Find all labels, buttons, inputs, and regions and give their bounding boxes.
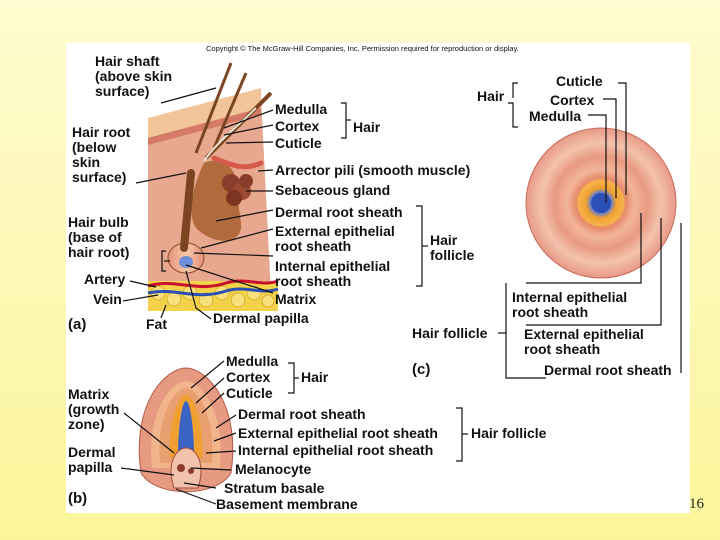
panel-b-letter: (b)	[68, 490, 88, 507]
panel-a-illustration	[147, 62, 279, 311]
label-a-medulla: Medulla	[275, 101, 328, 117]
panel-b-illustration	[138, 367, 234, 493]
hair-shaft-1	[194, 62, 233, 154]
illustration-layer	[120, 62, 682, 505]
label-b-medulla: Medulla	[226, 353, 279, 369]
label-a-dermal-papilla: Dermal papilla	[213, 310, 309, 326]
label-a-dermal-root-sheath: Dermal root sheath	[275, 204, 403, 220]
label-vein: Vein	[93, 291, 122, 307]
label-hair-root: Hair root (below skin surface)	[72, 124, 131, 185]
label-artery: Artery	[84, 271, 126, 287]
label-b-dermal-root-sheath: Dermal root sheath	[238, 406, 366, 422]
label-hair-bulb: Hair bulb (base of hair root)	[68, 214, 130, 260]
panel-a-letter: (a)	[68, 316, 87, 333]
label-b-dermal-papilla: Dermal papilla	[68, 444, 116, 475]
panel-c-leaders	[498, 82, 682, 379]
label-b-basement-membrane: Basement membrane	[216, 496, 358, 512]
hair-shaft-2	[212, 72, 248, 149]
label-c-hair: Hair	[477, 88, 505, 104]
label-a-cuticle: Cuticle	[275, 135, 322, 151]
label-a-hair-follicle: Hair follicle	[430, 232, 475, 263]
label-c-internal-epithelial-root-sheath: Internal epithelial root sheath	[512, 289, 628, 320]
label-c-medulla: Medulla	[529, 108, 582, 124]
panel-c-letter: (c)	[412, 361, 431, 378]
label-b-matrix: Matrix (growth zone)	[68, 386, 120, 432]
label-a-hair: Hair	[353, 119, 381, 135]
label-b-hair: Hair	[301, 369, 329, 385]
label-b-cortex: Cortex	[226, 369, 271, 385]
vein-vessel	[147, 287, 279, 297]
label-a-cortex: Cortex	[275, 118, 320, 134]
label-c-dermal-root-sheath: Dermal root sheath	[544, 362, 672, 378]
slide-number: 16	[689, 496, 704, 512]
label-b-hair-follicle: Hair follicle	[471, 425, 547, 441]
label-c-external-epithelial-root-sheath: External epithelial root sheath	[524, 326, 644, 357]
dermal-papilla-shape	[170, 447, 202, 489]
label-a-external-epithelial-root-sheath: External epithelial root sheath	[275, 223, 395, 254]
panel-a-leaders	[122, 87, 428, 320]
bulb-medulla	[178, 401, 194, 455]
panel-b-leaders	[120, 360, 468, 505]
label-hair-shaft: Hair shaft (above skin surface)	[95, 53, 173, 99]
label-a-internal-epithelial-root-sheath: Internal epithelial root sheath	[275, 258, 391, 289]
label-c-cortex: Cortex	[550, 92, 595, 108]
label-a-matrix: Matrix	[275, 291, 317, 307]
arrector-pili-muscle	[211, 155, 264, 170]
sebaceous-gland-shape	[222, 174, 253, 206]
copyright-notice: Copyright © The McGraw-Hill Companies, I…	[206, 44, 519, 53]
label-b-cuticle: Cuticle	[226, 385, 273, 401]
label-b-stratum-basale: Stratum basale	[224, 480, 325, 496]
panel-c-illustration	[525, 127, 677, 279]
artery-vessel	[147, 279, 279, 289]
label-c-cuticle: Cuticle	[556, 73, 603, 89]
label-b-internal-epithelial-root-sheath: Internal epithelial root sheath	[238, 442, 434, 458]
label-b-external-epithelial-root-sheath: External epithelial root sheath	[238, 425, 438, 441]
label-arrector-pili: Arrector pili (smooth muscle)	[275, 162, 471, 178]
label-b-melanocyte: Melanocyte	[235, 461, 312, 477]
label-sebaceous-gland: Sebaceous gland	[275, 182, 391, 198]
label-fat: Fat	[146, 316, 167, 332]
hair-follicle-figure: Copyright © The McGraw-Hill Companies, I…	[66, 43, 690, 513]
label-c-hair-follicle: Hair follicle	[412, 325, 488, 341]
